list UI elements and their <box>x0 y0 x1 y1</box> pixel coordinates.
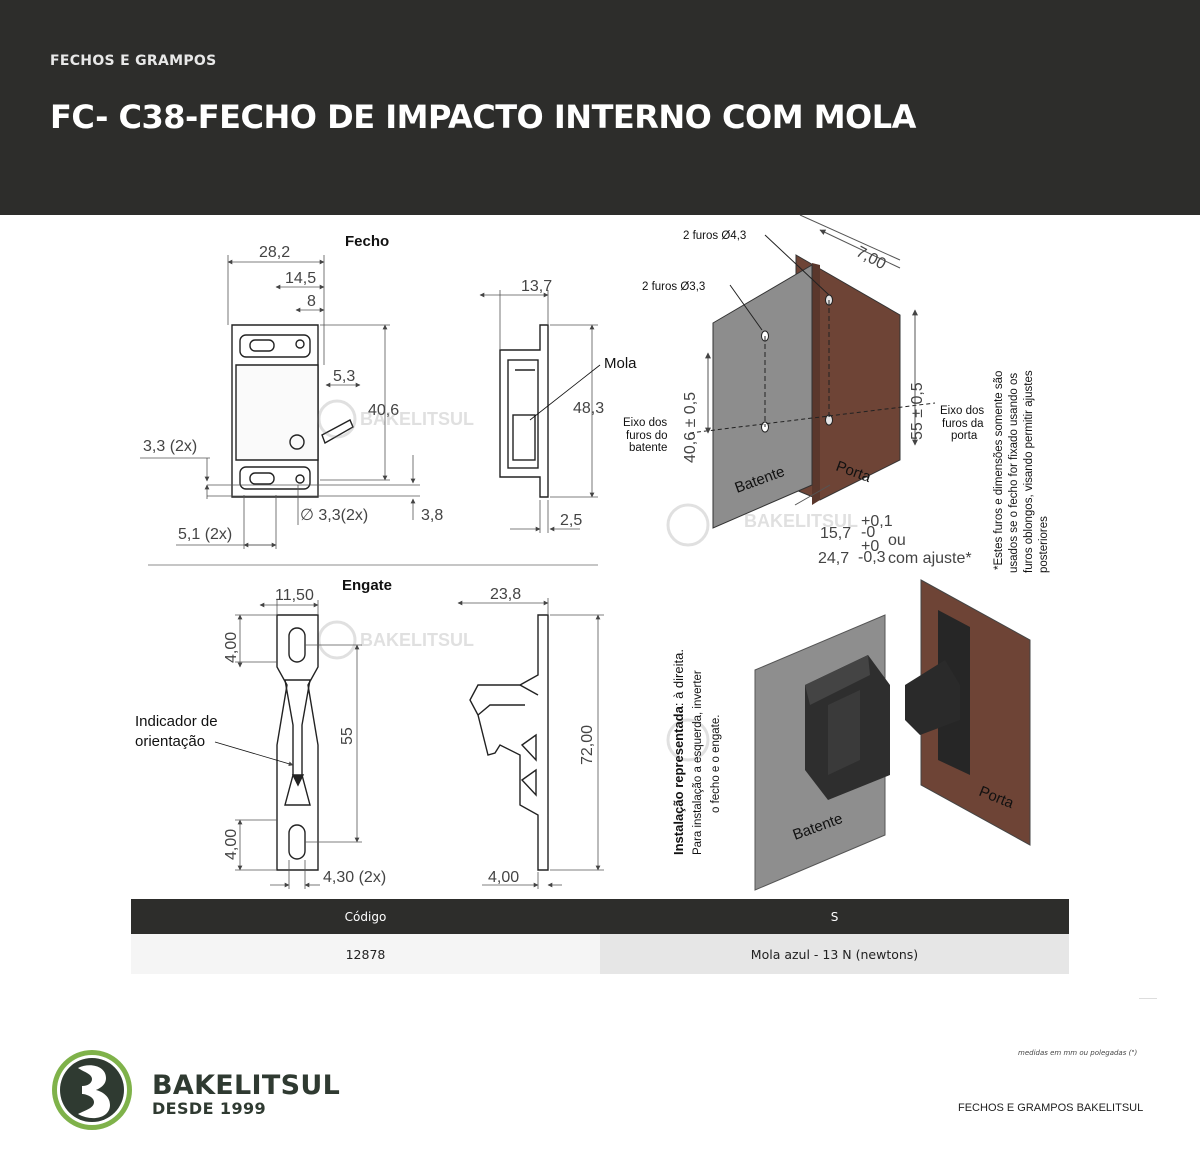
fecho-label: Fecho <box>345 233 389 250</box>
product-table: Código S 12878 Mola azul - 13 N (newtons… <box>131 899 1069 974</box>
watermark: BAKELITSUL BAKELITSUL BAKELITSUL <box>317 399 858 762</box>
dim-hole-3-3: ∅ 3,3(2x) <box>300 507 368 524</box>
svg-text:BAKELITSUL: BAKELITSUL <box>360 630 474 650</box>
dim-23-8: 23,8 <box>490 586 521 603</box>
tol-24-7-down: -0,3 <box>858 549 886 566</box>
bakelitsul-logo <box>52 1050 132 1130</box>
dim-4-30-2x: 4,30 (2x) <box>323 869 386 886</box>
technical-drawing: Fecho 28,2 14,5 8 5,3 <box>135 215 1050 891</box>
header-s: S <box>830 909 839 924</box>
render-3d <box>754 579 1031 891</box>
eixo-batente-2: furos do <box>626 430 668 442</box>
engate-side-view <box>469 614 549 871</box>
svg-text:BAKELITSUL: BAKELITSUL <box>360 409 474 429</box>
table-header: Código S <box>131 899 1069 934</box>
cell-s: Mola azul - 13 N (newtons) <box>600 934 1069 974</box>
eixo-porta-2: furos da <box>942 418 984 430</box>
engate-front-view <box>276 614 319 871</box>
install-note-line3: o fecho e o engate. <box>710 715 722 813</box>
fecho-front-view <box>231 324 354 498</box>
fecho-side-view <box>499 324 549 498</box>
dim-3-3-2x: 3,3 (2x) <box>143 438 197 455</box>
indicator-label-1: Indicador de <box>135 713 218 730</box>
eixo-porta-3: porta <box>951 430 978 442</box>
dim-8: 8 <box>307 293 316 310</box>
dim-15-7: 15,7 <box>820 525 851 542</box>
dim-11-50: 11,50 <box>275 587 314 604</box>
dim-48-3: 48,3 <box>573 400 604 417</box>
holes-4-3-label: 2 furos Ø4,3 <box>683 230 746 242</box>
dim-55: 55 <box>339 727 356 745</box>
note-line-4: posteriores <box>1038 516 1050 573</box>
dim-40-6: 40,6 <box>368 402 399 419</box>
table-row: 12878 Mola azul - 13 N (newtons) <box>131 934 1069 974</box>
fecho-dim-lines <box>140 255 420 549</box>
svg-text:BAKELITSUL: BAKELITSUL <box>744 511 858 531</box>
dim-7-00: 7,00 <box>853 244 889 274</box>
footer-right-label: FECHOS E GRAMPOS BAKELITSUL <box>958 1102 1144 1114</box>
dim-5-1-2x: 5,1 (2x) <box>178 526 232 543</box>
dim-14-5: 14,5 <box>285 270 316 287</box>
brand-name: BAKELITSUL <box>152 1070 341 1101</box>
page-title: FC- C38-FECHO DE IMPACTO INTERNO COM MOL… <box>50 98 916 136</box>
mola-label: Mola <box>604 355 637 372</box>
dim-24-7: 24,7 <box>818 550 849 567</box>
eixo-batente-3: batente <box>629 442 667 454</box>
header-codigo: Código <box>344 909 387 924</box>
dim-5-3: 5,3 <box>333 368 355 385</box>
dim-3-8: 3,8 <box>421 507 443 524</box>
install-note-line1: Instalação representada: à direita. <box>671 649 686 855</box>
tol-15-7-up: +0,1 <box>861 513 893 530</box>
holes-3-3-label: 2 furos Ø3,3 <box>642 281 705 293</box>
dim-13-7: 13,7 <box>521 278 552 295</box>
dim-4-00-side: 4,00 <box>488 869 519 886</box>
dim-55-tol: 55 ± 0,5 <box>909 382 926 440</box>
header-bar: FECHOS E GRAMPOS FC- C38-FECHO DE IMPACT… <box>0 0 1200 215</box>
tol-15-7-down: -0 <box>861 524 875 541</box>
brand-since: DESDE 1999 <box>152 1099 267 1118</box>
divider <box>1139 998 1157 999</box>
dim-40-6-tol: 40,6 ± 0,5 <box>682 392 699 463</box>
note-line-2: usados se o fecho for fixado usando os <box>1008 373 1020 573</box>
note-line-3: furos oblongos, visando permitir ajustes <box>1023 370 1035 573</box>
install-note-line2: Para instalação a esquerda, inverter <box>692 670 704 855</box>
measure-note: medidas em mm ou polegadas (") <box>1018 1049 1138 1057</box>
tol-24-7-up: +0 <box>861 538 879 555</box>
eixo-batente-1: Eixo dos <box>623 417 667 429</box>
dim-28-2: 28,2 <box>259 244 290 261</box>
ou-label: ou <box>888 532 906 549</box>
dim-2-5: 2,5 <box>560 512 582 529</box>
engate-label: Engate <box>342 577 392 594</box>
indicator-label-2: orientação <box>135 733 205 750</box>
installation-diagram <box>689 215 936 529</box>
note-line-1: *Estes furos e dimensões somente são <box>993 371 1005 570</box>
dim-72-00: 72,00 <box>579 725 596 765</box>
dim-4-00-bottom: 4,00 <box>223 829 240 860</box>
com-ajuste-label: com ajuste* <box>888 550 972 567</box>
category-label: FECHOS E GRAMPOS <box>50 53 217 69</box>
dim-4-00-top: 4,00 <box>223 632 240 663</box>
cell-codigo: 12878 <box>131 934 600 974</box>
eixo-porta-1: Eixo dos <box>940 405 984 417</box>
